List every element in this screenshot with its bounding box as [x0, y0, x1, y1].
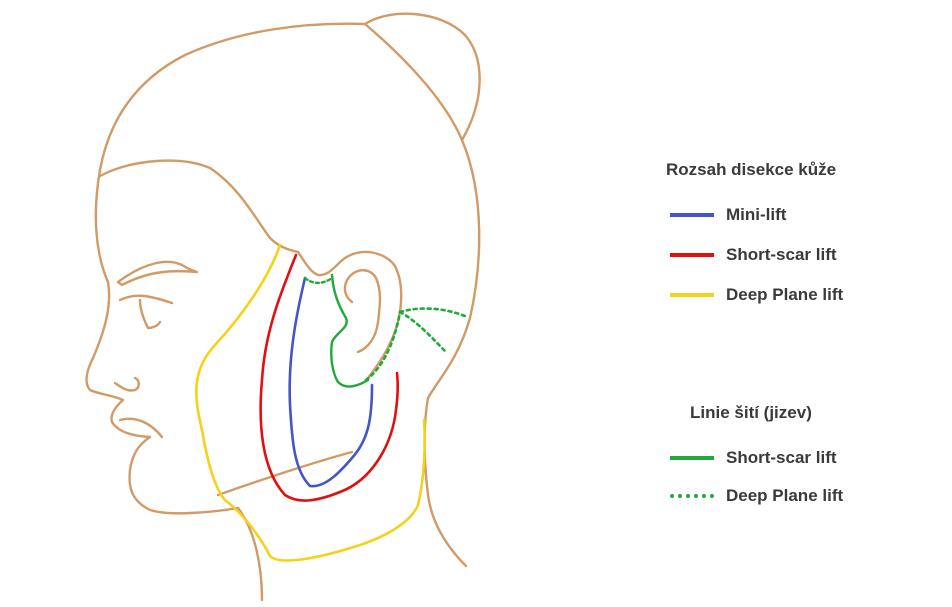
sutures-legend-title: Linie šití (jizev) — [690, 403, 812, 422]
deep-plane-suture-line — [364, 307, 467, 382]
legend-item-deep-plane-lift: Deep Plane lift — [670, 284, 843, 306]
dissection-legend-title: Rozsah disekce kůže — [666, 160, 837, 179]
short-scar-suture-swatch — [670, 456, 714, 460]
deep-plane-swatch — [670, 293, 714, 297]
legend-label: Deep Plane lift — [726, 285, 844, 304]
short-scar-suture-line — [330, 273, 370, 388]
legend-label: Deep Plane lift — [726, 486, 844, 505]
short-scar-suture-line-top — [303, 276, 334, 285]
short-scar-swatch — [670, 253, 714, 257]
legend-item-short-scar-lift: Short-scar lift — [670, 244, 837, 266]
deep-plane-suture-swatch — [670, 494, 714, 498]
deep-plane-dissection-line — [195, 243, 427, 562]
head-outline — [85, 12, 481, 602]
legend-item-deep-plane-suture: Deep Plane lift — [670, 485, 843, 507]
mini-lift-swatch — [670, 213, 714, 217]
legend-label: Mini-lift — [726, 205, 787, 224]
legend-item-mini-lift: Mini-lift — [670, 204, 786, 226]
mini-lift-dissection-line — [288, 276, 374, 488]
legend-label: Short-scar lift — [726, 448, 837, 467]
legend-item-short-scar-suture: Short-scar lift — [670, 447, 837, 469]
short-scar-dissection-line — [259, 253, 399, 502]
legend-label: Short-scar lift — [726, 245, 837, 264]
